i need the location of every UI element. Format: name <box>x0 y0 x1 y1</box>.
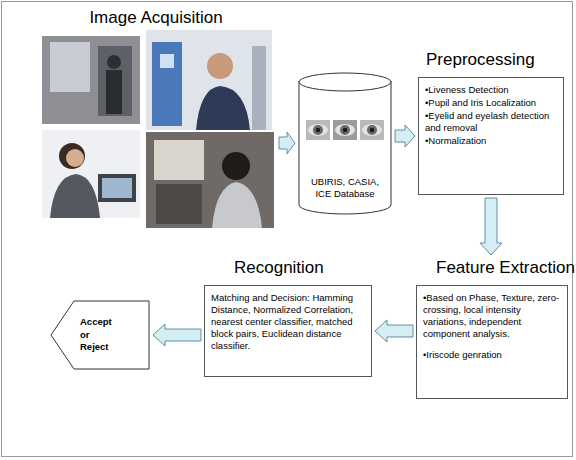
box-text: •Based on Phase, Texture, zero-crossing,… <box>423 292 561 340</box>
box-text: •Eyelid and eyelash detection and remova… <box>425 110 557 134</box>
box-text: •Iriscode genration <box>423 349 561 361</box>
photo-illustration <box>36 6 276 232</box>
group-heading: Image Acquisition <box>36 8 276 28</box>
acquisition-group: Image Acquisition <box>36 6 276 232</box>
database-label: UBIRIS, CASIA, ICE Database <box>302 176 388 200</box>
box-frame: Matching and Decision: Hamming Distance,… <box>204 285 372 377</box>
box-text: •Pupil and Iris Localization <box>425 97 557 109</box>
process-box: Preprocessing •Liveness Detection•Pupil a… <box>418 50 564 195</box>
acquisition-photos <box>42 30 274 228</box>
box-frame: •Liveness Detection•Pupil and Iris Local… <box>418 77 564 195</box>
box-text: Matching and Decision: Hamming Distance,… <box>211 292 365 351</box>
box-heading: Preprocessing <box>418 50 564 70</box>
database-node: UBIRIS, CASIA, ICE Database <box>298 72 392 214</box>
process-box: Feature Extraction •Based on Phase, Textu… <box>416 258 568 399</box>
block-arrow <box>375 320 413 342</box>
block-arrow <box>395 125 415 147</box>
box-text: •Normalization <box>425 135 557 147</box>
process-box: RecognitionMatching and Decision: Hammin… <box>204 258 372 377</box>
decision-label: Accept or Reject <box>80 316 120 353</box>
database-cylinder <box>299 73 391 214</box>
pentagon-outline <box>50 300 150 370</box>
block-arrow <box>153 324 201 346</box>
box-frame: •Based on Phase, Texture, zero-crossing,… <box>416 285 568 399</box>
decision-pentagon: Accept or Reject <box>50 300 150 370</box>
box-text: •Liveness Detection <box>425 84 557 96</box>
block-arrow <box>279 132 295 154</box>
box-heading: Recognition <box>204 258 372 278</box>
box-heading: Feature Extraction <box>416 258 568 278</box>
block-arrow <box>480 198 502 255</box>
